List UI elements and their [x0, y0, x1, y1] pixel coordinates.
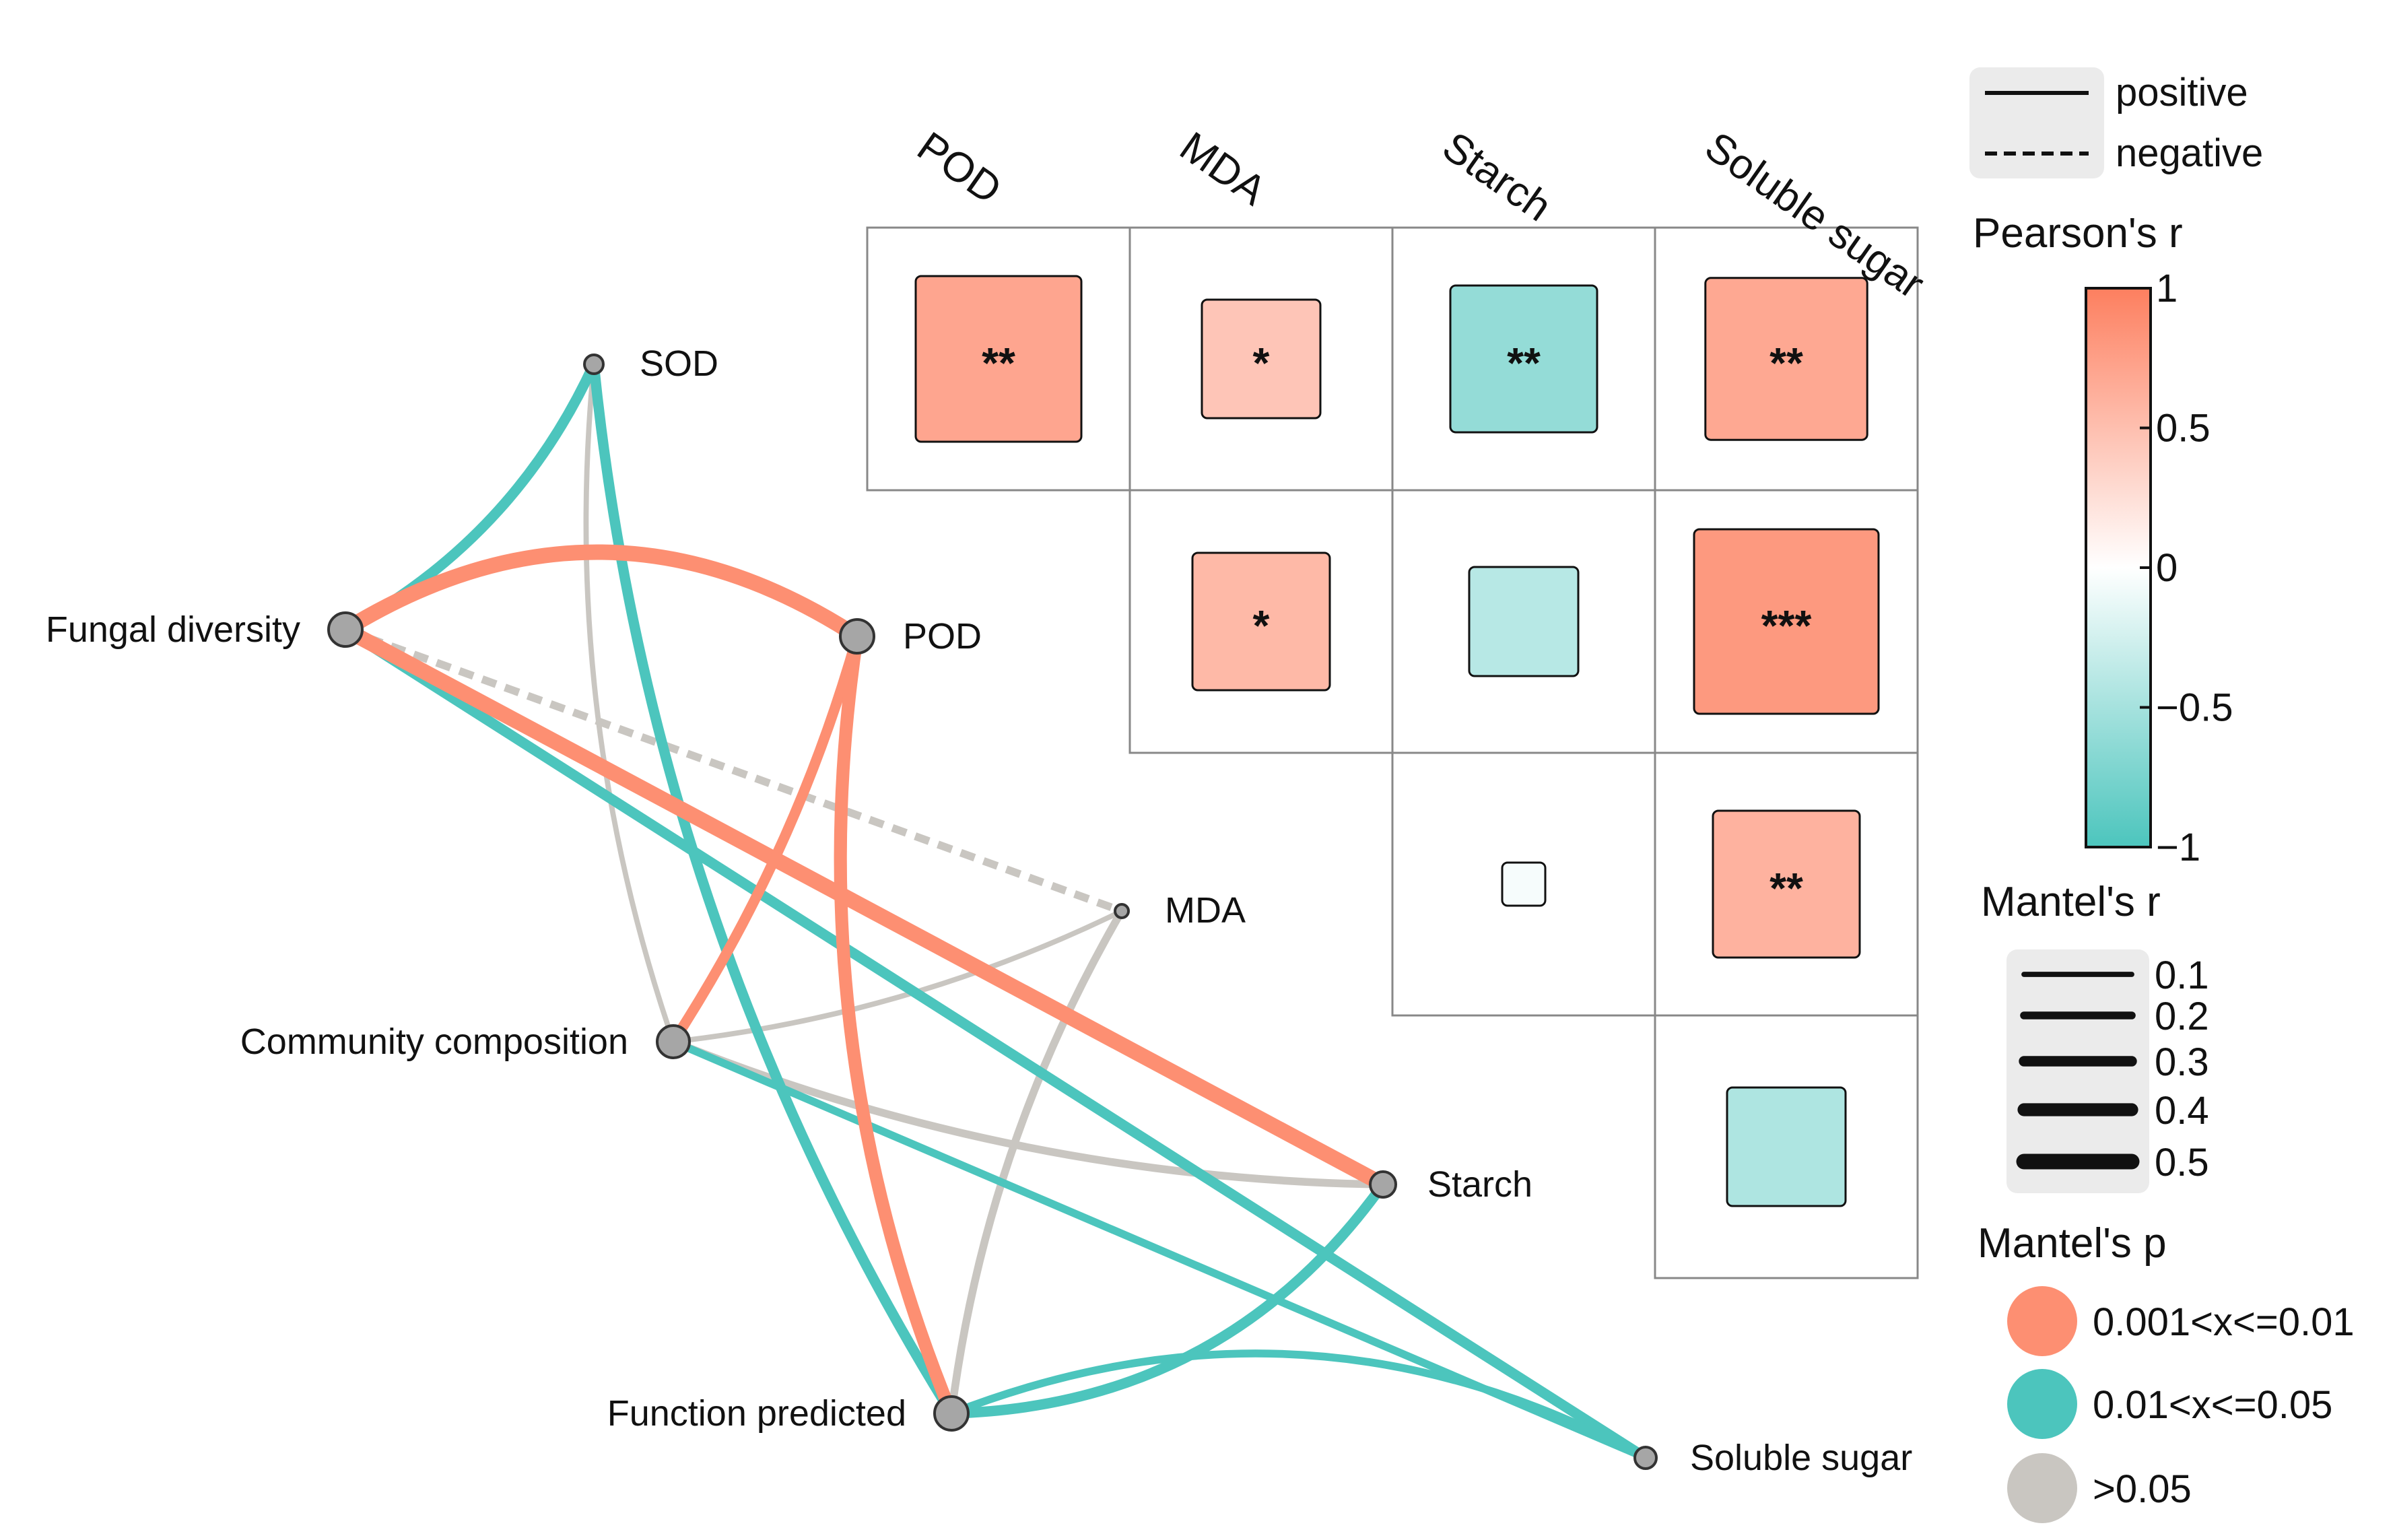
- corr-square-pod-mda: [1201, 298, 1322, 420]
- corr-square-mda-soluble-sugar: [1693, 528, 1880, 715]
- node-function-predicted: [933, 1395, 970, 1432]
- link-fungal-diversity-to-pod: [341, 544, 862, 643]
- node-pod: [839, 618, 875, 655]
- corr-square-mda-mda: [1191, 551, 1331, 692]
- node-mda: [1114, 903, 1130, 919]
- corr-square-pod-soluble-sugar: [1704, 277, 1868, 441]
- node-soluble-sugar: [1633, 1446, 1658, 1470]
- network-nodes-layer: SOD Fungal diversity POD MDA Community compo…: [46, 343, 1912, 1478]
- corr-square-starch-starch: [1501, 861, 1547, 907]
- positive-label: positive: [2116, 71, 2248, 114]
- mantel-p-legend-title: Mantel's p: [1978, 1220, 2167, 1267]
- mantel-r-legend-title: Mantel's r: [1981, 879, 2161, 925]
- corr-square-mda-starch: [1468, 566, 1580, 677]
- column-label-starch: Starch: [1434, 123, 1559, 230]
- line-type-legend-box: [1969, 67, 2104, 178]
- mantel-r-legend-box: [2006, 949, 2149, 1193]
- node-label-pod: POD: [903, 616, 982, 657]
- significance-label: *: [1253, 601, 1270, 650]
- mantel-r-tick-label: 0.2: [2155, 995, 2209, 1038]
- significance-label: **: [982, 339, 1015, 387]
- mantel-r-tick-label: 0.5: [2155, 1141, 2209, 1184]
- link-fungal-diversity-to-mda: [344, 626, 1123, 915]
- grid-cell-mda-mda: [1128, 489, 1394, 754]
- mantel-p-color-key: [2007, 1369, 2077, 1439]
- node-community-composition: [656, 1024, 691, 1059]
- mantel-links-layer: [341, 362, 1649, 1463]
- pearson-tick-label: 0: [2156, 546, 2178, 590]
- column-label-pod: POD: [909, 123, 1010, 213]
- mantel-p-color-key: [2007, 1453, 2077, 1523]
- mantel-r-tick-label: 0.3: [2155, 1040, 2209, 1084]
- significance-label: **: [1507, 339, 1541, 387]
- mantel-p-label: 0.001<x<=0.01: [2093, 1300, 2355, 1344]
- corr-square-pod-starch: [1449, 284, 1598, 434]
- corr-square-pod-pod: [914, 275, 1083, 443]
- link-community-composition-to-sod: [583, 364, 676, 1043]
- node-fungal-diversity: [327, 611, 364, 648]
- node-label-soluble-sugar: Soluble sugar: [1690, 1438, 1912, 1478]
- significance-label: **: [1769, 864, 1803, 912]
- mantel-p-color-key: [2007, 1286, 2077, 1356]
- link-fungal-diversity-to-sod: [343, 362, 599, 634]
- pearson-tick-label: 0.5: [2156, 407, 2211, 450]
- mantel-p-label: 0.01<x<=0.05: [2093, 1383, 2332, 1427]
- mantel-p-label: >0.05: [2093, 1467, 2192, 1511]
- link-function-predicted-to-mda: [947, 909, 1126, 1414]
- node-label-function-predicted: Function predicted: [607, 1393, 906, 1434]
- pearson-legend-title: Pearson's r: [1973, 210, 2183, 257]
- corr-square-soluble-sugar-soluble-sugar: [1726, 1086, 1847, 1207]
- significance-label: *: [1253, 339, 1270, 387]
- mantel-r-tick-label: 0.1: [2155, 953, 2209, 997]
- link-function-predicted-to-pod: [834, 635, 957, 1416]
- link-fungal-diversity-to-soluble-sugar: [342, 625, 1649, 1463]
- link-function-predicted-to-sod: [588, 364, 956, 1417]
- link-fungal-diversity-to-starch: [341, 622, 1387, 1192]
- node-label-sod: SOD: [640, 343, 718, 384]
- link-community-composition-to-mda: [673, 908, 1123, 1044]
- significance-label: **: [1769, 339, 1803, 387]
- link-community-composition-to-pod: [669, 634, 863, 1045]
- link-function-predicted-to-starch: [951, 1181, 1388, 1419]
- column-label-mda: MDA: [1172, 123, 1275, 215]
- node-label-mda: MDA: [1165, 890, 1246, 931]
- node-label-starch: Starch: [1427, 1164, 1532, 1205]
- link-function-predicted-to-soluble-sugar: [949, 1349, 1648, 1462]
- pearson-tick-label: −0.5: [2156, 686, 2233, 730]
- node-label-fungal-diversity: Fungal diversity: [46, 609, 300, 650]
- node-starch: [1369, 1170, 1397, 1199]
- node-label-community-composition: Community composition: [240, 1022, 628, 1062]
- pearson-tick-label: 1: [2156, 267, 2178, 310]
- negative-label: negative: [2116, 131, 2263, 175]
- pearson-tick-label: −1: [2156, 826, 2200, 869]
- significance-label: ***: [1761, 601, 1812, 650]
- node-sod: [583, 354, 605, 375]
- corr-square-starch-soluble-sugar: [1712, 809, 1861, 959]
- mantel-r-tick-label: 0.4: [2155, 1089, 2209, 1133]
